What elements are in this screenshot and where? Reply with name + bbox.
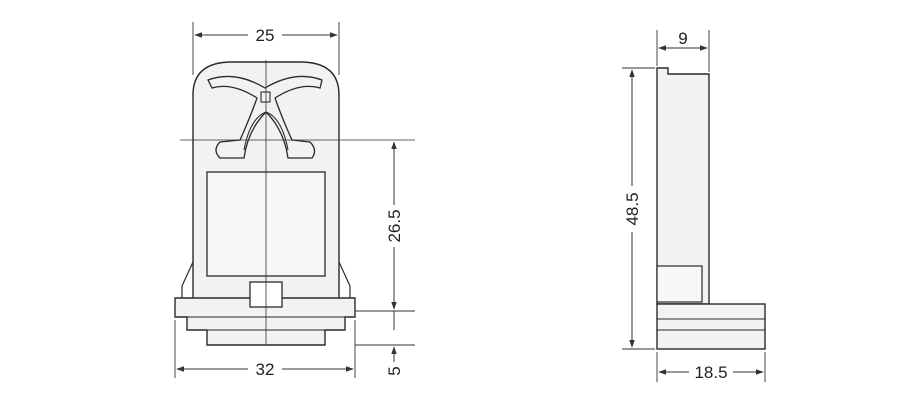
front-view: 25 26.5 5 32 [174, 22, 415, 379]
front-left-tab [181, 261, 194, 301]
dim-window-height-label: 26.5 [385, 209, 404, 242]
dim-top-width-label: 25 [256, 26, 275, 45]
dim-top-thickness-label: 9 [678, 29, 687, 48]
side-inner-block [656, 265, 703, 303]
dim-bottom-width-label: 32 [256, 360, 275, 379]
dim-base-depth-label: 18.5 [694, 363, 727, 382]
front-right-tab [338, 261, 351, 301]
side-base [656, 303, 766, 350]
dim-base-height-label: 5 [385, 366, 404, 375]
dim-height-label: 48.5 [623, 192, 642, 225]
front-clamp-pin [260, 91, 271, 103]
side-view: 9 48.5 18.5 [621, 29, 766, 382]
